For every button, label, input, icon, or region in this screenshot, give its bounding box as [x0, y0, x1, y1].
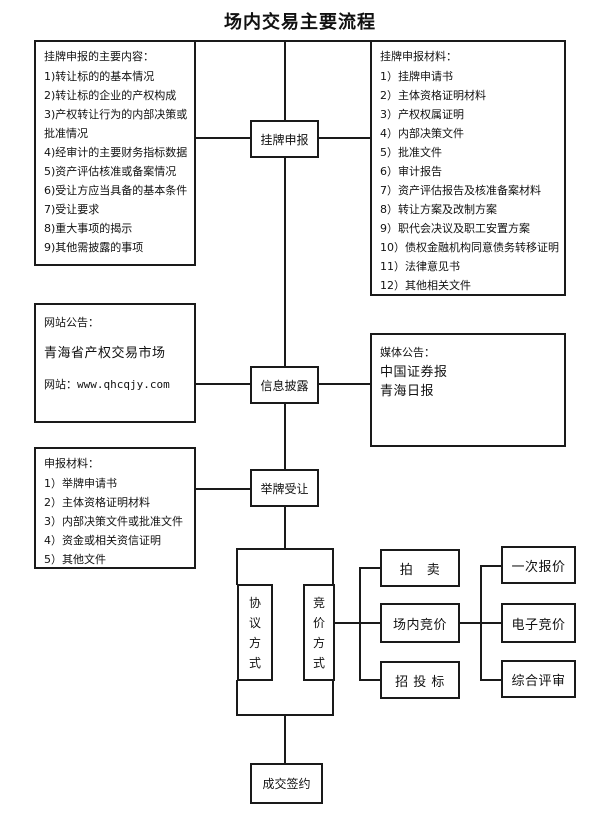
branch-bar-line: [236, 548, 334, 550]
closing-drop-line: [284, 714, 286, 764]
submethod-comprehensive: 综合评审: [501, 660, 576, 698]
list-item: 2）主体资格证明材料: [44, 496, 150, 509]
website-url-label: 网站：: [44, 378, 77, 391]
list-item: 9）职代会决议及职工安置方案: [380, 222, 530, 235]
listing-content-box: 挂牌申报的主要内容： 1)转让标的的基本情况 2)转让标的企业的产权构成 3)产…: [34, 40, 196, 266]
list-item: 3）产权权属证明: [380, 108, 464, 121]
submethod-electronic: 电子竞价: [501, 603, 576, 643]
website-url: www.qhcqjy.com: [77, 378, 170, 391]
competitive-to-methods: [334, 622, 360, 624]
list-item: 7）资产评估报告及核准备案材料: [380, 184, 541, 197]
list-item: 6）审计报告: [380, 165, 442, 178]
vertical-char: 价: [312, 615, 325, 630]
list-item: 3）内部决策文件或批准文件: [44, 515, 183, 528]
vertical-char: 议: [248, 615, 261, 630]
media-notice-box: 媒体公告： 中国证券报 青海日报: [370, 333, 566, 447]
diagram-title: 场内交易主要流程: [224, 12, 376, 33]
step-disclosure: 信息披露: [250, 366, 319, 404]
website-notice-heading: 网站公告：: [44, 316, 99, 329]
submethod-one-time: 一次报价: [501, 546, 576, 584]
list-item: 7)受让要求: [44, 203, 100, 216]
step-negotiated: 协 议 方 式: [237, 584, 273, 681]
branch-left-drop: [236, 548, 238, 585]
list-item: 11）法律意见书: [380, 260, 460, 273]
bracket-to-onsite: [359, 622, 381, 624]
bracket-to-auction: [359, 567, 381, 569]
vertical-char: 方: [312, 635, 325, 650]
list-item: 6)受让方应当具备的基本条件: [44, 184, 188, 197]
list-item: 1)转让标的的基本情况: [44, 70, 155, 83]
list-item: 12）其他相关文件: [380, 279, 471, 292]
list-item: 1）举牌申请书: [44, 477, 117, 490]
connector-disclosure-left: [195, 383, 250, 385]
list-item: 4）内部决策文件: [380, 127, 464, 140]
vertical-char: 式: [312, 655, 325, 670]
top-bar-line: [195, 40, 371, 42]
list-item: 5）其他文件: [44, 553, 106, 566]
connector-disclosure-right: [318, 383, 371, 385]
bracket-to-electronic: [480, 622, 502, 624]
step-listing: 挂牌申报: [250, 120, 319, 158]
methods-bracket: [359, 567, 361, 681]
list-item: 8）转让方案及改制方案: [380, 203, 497, 216]
list-item: 9)其他需披露的事项: [44, 241, 144, 254]
step-bidding: 举牌受让: [250, 469, 319, 507]
website-notice-org: 青海省产权交易市场: [44, 346, 166, 361]
connector-listing-right: [318, 137, 371, 139]
connector-listing-left: [195, 137, 250, 139]
merge-left-rise: [236, 680, 238, 715]
list-item: 3)产权转让行为的内部决策或: [44, 108, 188, 121]
list-item: 批准情况: [44, 127, 88, 140]
list-item: 5)资产评估核准或备案情况: [44, 165, 177, 178]
listing-materials-box: 挂牌申报材料： 1）挂牌申请书 2）主体资格证明材料 3）产权权属证明 4）内部…: [370, 40, 566, 296]
list-item: 8)重大事项的揭示: [44, 222, 133, 235]
branch-right-drop: [332, 548, 334, 585]
media-notice-item: 青海日报: [380, 384, 435, 399]
list-item: 4）资金或相关资信证明: [44, 534, 161, 547]
vertical-char: 式: [248, 655, 261, 670]
application-materials-heading: 申报材料：: [44, 457, 99, 470]
website-notice-box: 网站公告： 青海省产权交易市场 网站：www.qhcqjy.com: [34, 303, 196, 423]
vertical-char: 协: [248, 595, 261, 610]
bracket-to-one-time: [480, 565, 502, 567]
connector-bidding-left: [195, 488, 250, 490]
onsite-to-submethods: [459, 622, 481, 624]
step-closing: 成交签约: [250, 763, 323, 804]
method-auction: 拍 卖: [380, 549, 460, 587]
bracket-to-comprehensive: [480, 679, 502, 681]
media-notice-item: 中国证券报: [380, 365, 448, 380]
vertical-char: 方: [248, 635, 261, 650]
listing-content-heading: 挂牌申报的主要内容：: [44, 50, 154, 63]
method-onsite: 场内竞价: [380, 603, 460, 643]
list-item: 1）挂牌申请书: [380, 70, 453, 83]
website-notice-url-row: 网站：www.qhcqjy.com: [44, 375, 186, 394]
list-item: 2）主体资格证明材料: [380, 89, 486, 102]
step-competitive: 竞 价 方 式: [303, 584, 335, 681]
vertical-char: 竞: [312, 595, 325, 610]
merge-right-rise: [332, 680, 334, 715]
main-flow-line: [284, 40, 286, 548]
list-item: 2)转让标的企业的产权构成: [44, 89, 177, 102]
media-notice-heading: 媒体公告：: [380, 346, 435, 359]
list-item: 4)经审计的主要财务指标数据: [44, 146, 188, 159]
bracket-to-tender: [359, 679, 381, 681]
listing-materials-heading: 挂牌申报材料：: [380, 50, 457, 63]
application-materials-box: 申报材料： 1）举牌申请书 2）主体资格证明材料 3）内部决策文件或批准文件 4…: [34, 447, 196, 569]
method-tender: 招 投 标: [380, 661, 460, 699]
list-item: 10）债权金融机构同意债务转移证明: [380, 241, 559, 254]
list-item: 5）批准文件: [380, 146, 442, 159]
